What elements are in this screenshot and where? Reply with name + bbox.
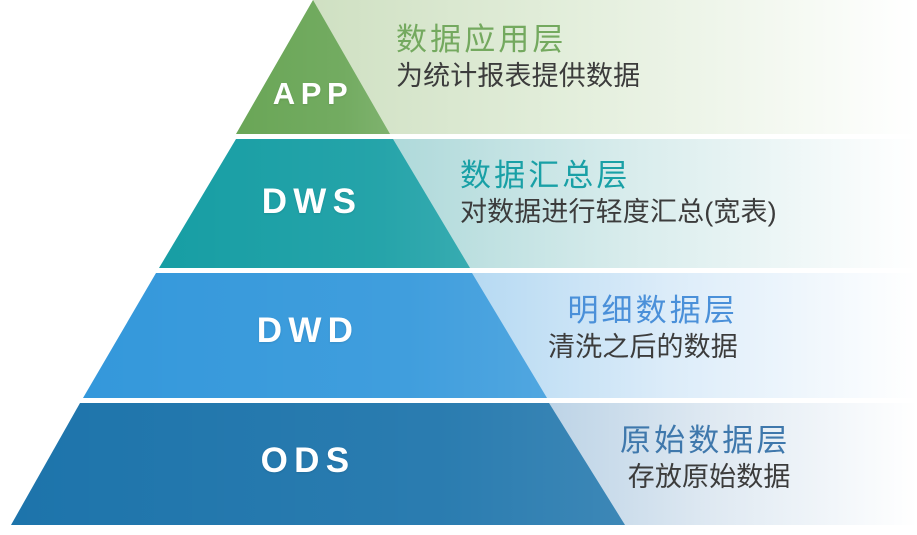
layer-title-dws: 数据汇总层 [460, 158, 631, 193]
layer-acronym-ods: ODS [260, 441, 356, 480]
layer-title-dwd: 明细数据层 [567, 293, 738, 328]
band-fade-dws [390, 139, 917, 268]
band-sheen-app [236, 0, 390, 134]
layer-description-dws: 数据汇总层 对数据进行轻度汇总(宽表) [460, 158, 777, 228]
layer-title-ods: 原始数据层 [620, 423, 791, 458]
band-fade-dwd [467, 273, 917, 398]
layer-description-app: 数据应用层 为统计报表提供数据 [396, 22, 640, 92]
layer-description-ods: 原始数据层 存放原始数据 [620, 423, 791, 493]
layer-subtitle-ods: 存放原始数据 [627, 461, 791, 492]
layer-acronym-app: APP [272, 76, 354, 111]
band-fade-app [313, 0, 917, 134]
layer-acronym-dwd: DWD [256, 311, 360, 350]
layer-description-dwd: 明细数据层 清洗之后的数据 [548, 293, 738, 363]
band-sheen-dws [159, 139, 470, 268]
band-sheen-ods [11, 403, 625, 525]
layer-title-app: 数据应用层 [396, 22, 567, 57]
layer-subtitle-app: 为统计报表提供数据 [396, 60, 641, 91]
layer-acronym-dws: DWS [261, 182, 363, 221]
layer-subtitle-dws: 对数据进行轻度汇总(宽表) [460, 196, 777, 227]
band-sheen-dwd [83, 273, 547, 398]
layer-subtitle-dwd: 清洗之后的数据 [548, 331, 738, 362]
